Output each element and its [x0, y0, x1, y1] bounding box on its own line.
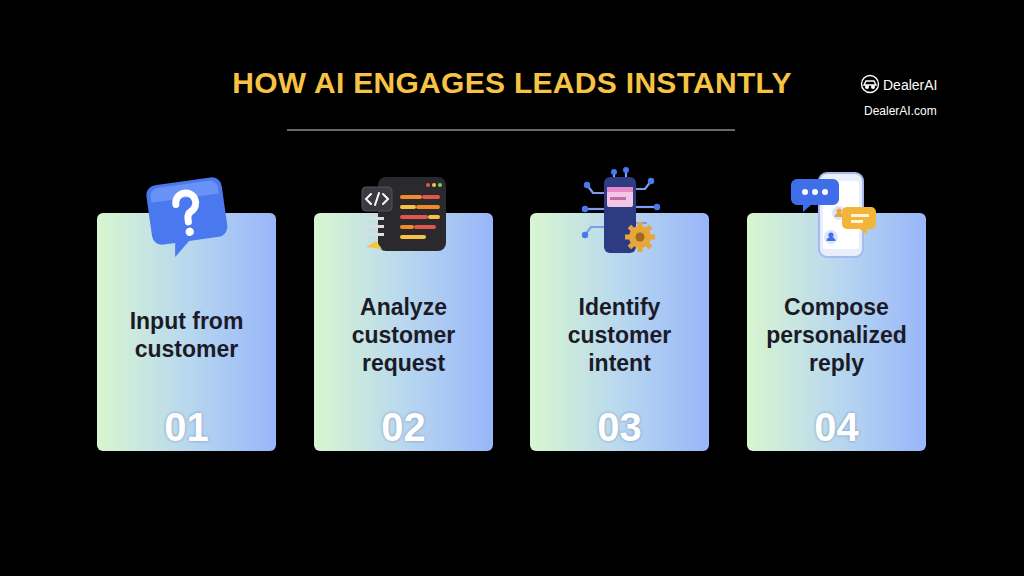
diagram-title: HOW AI ENGAGES LEADS INSTANTLY	[0, 66, 1024, 100]
step-number: 03	[530, 405, 709, 449]
question-bubble-icon	[137, 167, 237, 267]
process-card: Identify customer intent 03	[530, 213, 709, 451]
step-number: 04	[747, 405, 926, 449]
code-window-icon	[354, 167, 454, 267]
step-label: Identify customer intent	[538, 293, 701, 377]
phone-chat-icon	[787, 167, 887, 267]
title-rule	[287, 129, 735, 130]
step-label: Input from customer	[105, 307, 268, 363]
logo-icon	[862, 76, 879, 93]
process-card: Input from customer 01	[97, 213, 276, 451]
step-number: 01	[97, 405, 276, 449]
step-number: 02	[314, 405, 493, 449]
step-label: Analyze customer request	[322, 293, 485, 377]
process-card: Compose personalized reply 04	[747, 213, 926, 451]
logo-text: DealerAI	[883, 77, 937, 93]
process-card: Analyze customer request 02	[314, 213, 493, 451]
step-label: Compose personalized reply	[755, 293, 918, 377]
logo-text: DealerAI.com	[864, 104, 937, 118]
phone-circuit-icon	[570, 167, 670, 267]
